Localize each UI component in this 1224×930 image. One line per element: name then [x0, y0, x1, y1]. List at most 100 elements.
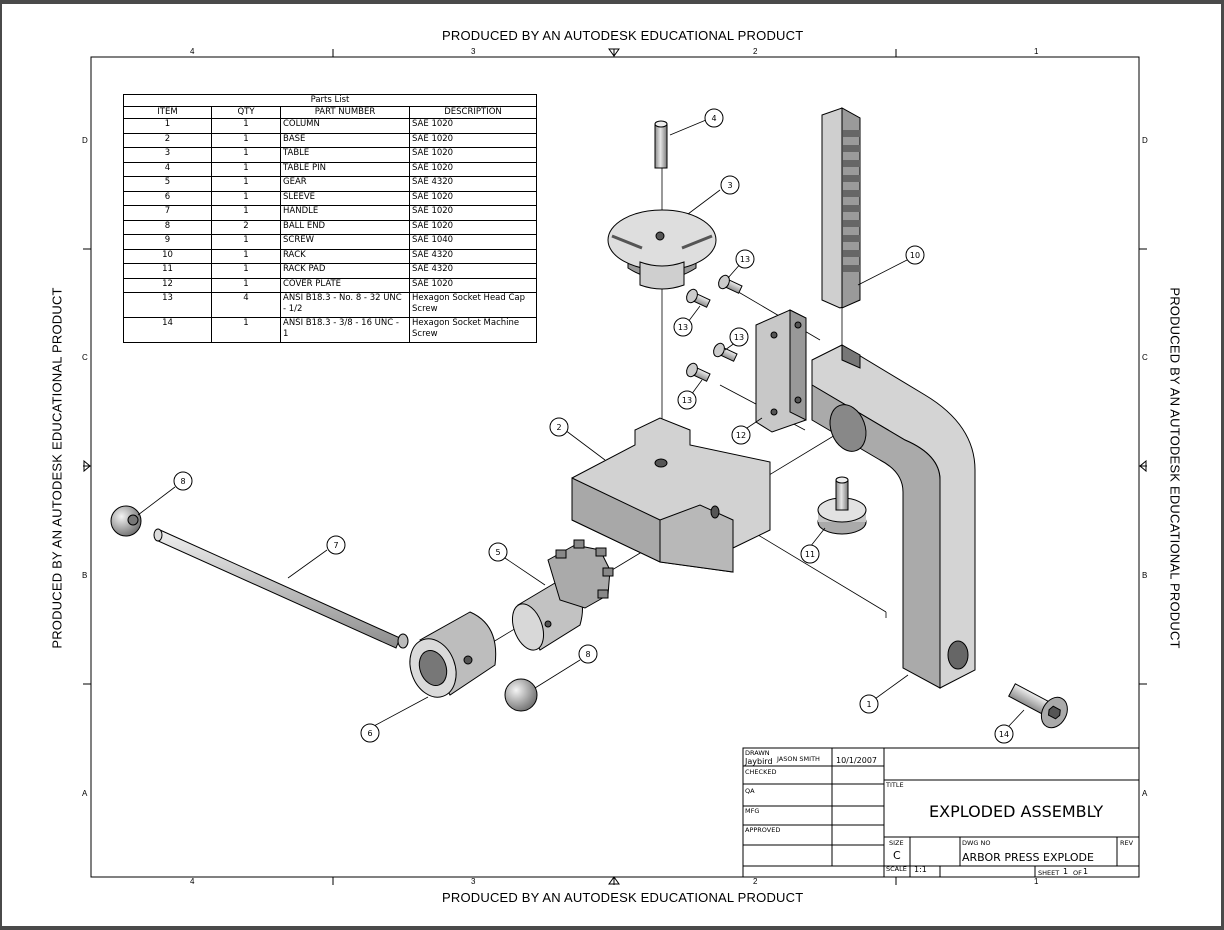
balloon-13-b: 13 [678, 323, 688, 332]
cell-item: 12 [123, 277, 212, 293]
cell-description: SAE 1040 [409, 234, 537, 250]
cell-qty: 1 [211, 161, 281, 177]
approved-label: APPROVED [745, 826, 781, 834]
cell-item: 13 [123, 292, 212, 318]
watermark-bottom: PRODUCED BY AN AUTODESK EDUCATIONAL PROD… [442, 890, 804, 905]
balloon-1: 1 [866, 700, 871, 709]
zone-row-b-right: B [1142, 571, 1148, 580]
rev-label: REV [1120, 839, 1134, 847]
cell-part-number: RACK PAD [280, 263, 410, 279]
drawn-label: DRAWN [745, 749, 770, 757]
cell-description: SAE 4320 [409, 176, 537, 192]
zone-row-a-left: A [82, 789, 88, 798]
handle-part [153, 528, 409, 649]
cell-qty: 1 [211, 176, 281, 192]
title-block-grid [742, 747, 1140, 878]
cell-description: SAE 1020 [409, 147, 537, 163]
zone-row-b-left: B [82, 571, 88, 580]
cell-part-number: ANSI B18.3 - 3/8 - 16 UNC - 1 [280, 317, 410, 343]
cover-plate-part [755, 309, 807, 433]
table-pin-part [654, 120, 668, 169]
scale-value: 1:1 [914, 865, 927, 874]
zone-row-d-right: D [1142, 136, 1148, 145]
left-frame-bar [0, 0, 2, 930]
cell-qty: 1 [211, 118, 281, 134]
base-part [571, 417, 771, 573]
cell-description: SAE 1020 [409, 190, 537, 206]
parts-list-title: Parts List [123, 94, 537, 107]
qa-label: QA [745, 787, 755, 795]
balloon-7: 7 [333, 541, 338, 550]
sleeve-part [409, 611, 497, 698]
cell-description: SAE 1020 [409, 161, 537, 177]
sheet-label: SHEET [1038, 869, 1060, 877]
ball-end-left [110, 505, 142, 537]
cell-item: 6 [123, 190, 212, 206]
drawn-name: JASON SMITH [777, 755, 820, 763]
scale-label: SCALE [886, 865, 907, 873]
machine-screw-part [1008, 683, 1068, 729]
drawn-date: 10/1/2007 [836, 756, 878, 765]
cell-description: SAE 1020 [409, 205, 537, 221]
cell-item: 1 [123, 118, 212, 134]
zone-ticks [83, 49, 1147, 885]
dwg-no-value: ARBOR PRESS EXPLODE [962, 851, 1094, 864]
title-label: TITLE [886, 781, 904, 789]
cell-part-number: TABLE PIN [280, 161, 410, 177]
balloon-8-right: 8 [585, 650, 590, 659]
header-item: ITEM [123, 106, 212, 119]
rack-pad-part [817, 476, 867, 535]
cell-description: SAE 1020 [409, 277, 537, 293]
rack-part [821, 107, 861, 309]
balloon-circles [173, 108, 1014, 744]
cell-item: 5 [123, 176, 212, 192]
zone-row-c-right: C [1142, 353, 1148, 362]
cell-part-number: SLEEVE [280, 190, 410, 206]
gear-part [511, 539, 614, 651]
center-arrows [83, 48, 1147, 885]
size-value: C [893, 849, 901, 862]
sheet-total: 1 [1083, 867, 1089, 876]
cell-description: SAE 4320 [409, 263, 537, 279]
cell-part-number: SCREW [280, 234, 410, 250]
balloon-11: 11 [805, 550, 815, 559]
cell-item: 2 [123, 132, 212, 148]
cell-qty: 1 [211, 190, 281, 206]
balloon-6: 6 [367, 729, 372, 738]
right-frame-bar [1221, 0, 1224, 930]
cell-item: 7 [123, 205, 212, 221]
cell-part-number: HANDLE [280, 205, 410, 221]
balloon-13-d: 13 [682, 396, 692, 405]
cell-qty: 1 [211, 248, 281, 264]
table-part [607, 209, 717, 290]
cell-part-number: ANSI B18.3 - No. 8 - 32 UNC - 1/2 [280, 292, 410, 318]
cell-qty: 1 [211, 317, 281, 343]
cell-part-number: RACK [280, 248, 410, 264]
cell-part-number: COLUMN [280, 118, 410, 134]
cell-description: Hexagon Socket Machine Screw [409, 317, 537, 343]
zone-col-4-top: 4 [190, 47, 195, 56]
cell-item: 8 [123, 219, 212, 235]
balloon-13-a: 13 [740, 255, 750, 264]
balloon-13-c: 13 [734, 333, 744, 342]
cell-part-number: COVER PLATE [280, 277, 410, 293]
balloon-2: 2 [556, 423, 561, 432]
cell-item: 9 [123, 234, 212, 250]
cell-item: 3 [123, 147, 212, 163]
cell-description: Hexagon Socket Head Cap Screw [409, 292, 537, 318]
cell-item: 14 [123, 317, 212, 343]
header-qty: QTY [211, 106, 281, 119]
cell-qty: 4 [211, 292, 281, 318]
parts-list-table: Parts List ITEM QTY PART NUMBER DESCRIPT… [123, 94, 537, 343]
cell-part-number: BALL END [280, 219, 410, 235]
